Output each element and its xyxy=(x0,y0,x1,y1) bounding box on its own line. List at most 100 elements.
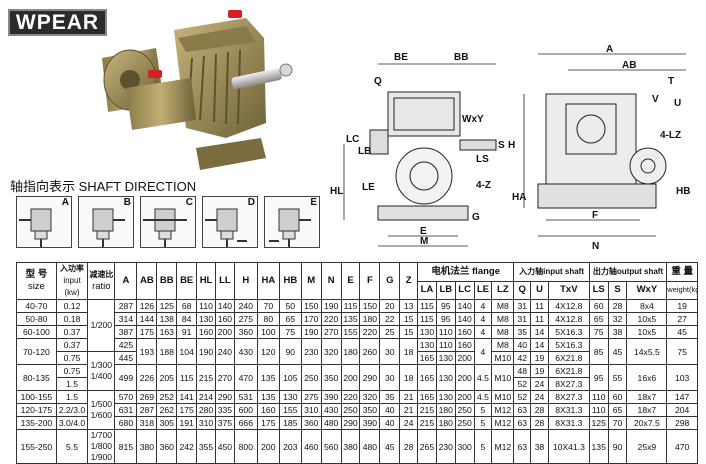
cell-size: 80-135 xyxy=(16,364,57,391)
cell-ratio: 1/500 1/600 xyxy=(87,390,116,430)
cell-dim: 138 xyxy=(156,312,178,326)
cell-dim: 250 xyxy=(300,364,322,391)
cell-dim: 220 xyxy=(340,390,361,404)
cell-flange: 140 xyxy=(454,312,475,326)
cell-dim: 91 xyxy=(176,325,198,339)
cell-output: 110 xyxy=(588,390,609,404)
cell-flange: 4 xyxy=(473,338,493,365)
cell-input: 24 xyxy=(530,377,549,391)
cell-output: 110 xyxy=(588,403,609,417)
cell-input: 8X27.3 xyxy=(547,377,590,391)
cell-output: 90 xyxy=(607,429,628,464)
cell-output: 16x6 xyxy=(626,364,668,391)
cell-dim: 815 xyxy=(114,429,138,464)
header-dim-g: G xyxy=(379,262,401,300)
dim-label-g: G xyxy=(472,212,480,223)
cell-dim: 155 xyxy=(340,325,361,339)
cell-output: 8x4 xyxy=(626,299,668,313)
cell-flange: M8 xyxy=(491,299,515,313)
cell-dim: 68 xyxy=(176,299,198,313)
cell-weight: 27 xyxy=(666,312,698,326)
dim-label-lb: LB xyxy=(358,146,371,157)
cell-dim: 126 xyxy=(136,299,158,313)
cell-flange: M8 xyxy=(491,325,515,339)
cell-input: 28 xyxy=(530,416,549,430)
dim-label-t: T xyxy=(668,76,674,87)
cell-output: 10x5 xyxy=(626,312,668,326)
cell-flange: 110 xyxy=(435,338,456,352)
cell-dim: 430 xyxy=(320,403,342,417)
cell-dim: 21 xyxy=(399,403,419,417)
cell-dim: 130 xyxy=(196,312,216,326)
cell-dim: 445 xyxy=(114,351,138,365)
cell-size: 40-70 xyxy=(16,299,57,313)
cell-output: 95 xyxy=(588,364,609,391)
dim-label-s: S xyxy=(498,140,505,151)
cell-input: 42 xyxy=(513,351,532,365)
cell-dim: 163 xyxy=(156,325,178,339)
cell-flange: 5 xyxy=(473,416,493,430)
header-output-ls: LS xyxy=(588,280,609,300)
cell-ratio: 1/300 1/400 xyxy=(87,351,116,391)
cell-dim: 150 xyxy=(359,299,381,313)
cell-dim: 800 xyxy=(233,429,258,464)
cell-output: 18x7 xyxy=(626,390,668,404)
shaft-direction-c: C xyxy=(140,196,196,248)
cell-dim: 460 xyxy=(300,429,322,464)
cell-dim: 666 xyxy=(233,416,258,430)
cell-dim: 18 xyxy=(399,338,419,365)
cell-input: 5X16.3 xyxy=(547,325,590,339)
cell-dim: 275 xyxy=(233,312,258,326)
cell-kw: 0.75 xyxy=(55,364,89,378)
cell-dim: 203 xyxy=(278,429,302,464)
cell-weight: 470 xyxy=(666,429,698,464)
cell-size: 100-155 xyxy=(16,390,57,404)
cell-weight: 204 xyxy=(666,403,698,417)
header-flange-lz: LZ xyxy=(491,280,515,300)
cell-weight: 298 xyxy=(666,416,698,430)
cell-input: 4X12.8 xyxy=(547,312,590,326)
cell-flange: M10 xyxy=(491,364,515,391)
header-dim-z: Z xyxy=(399,262,419,300)
cell-size: 60-100 xyxy=(16,325,57,339)
cell-dim: 144 xyxy=(136,312,158,326)
cell-flange: M12 xyxy=(491,403,515,417)
cell-dim: 30 xyxy=(379,364,401,391)
brand-logo: WPEAR xyxy=(8,9,107,36)
cell-flange: M12 xyxy=(491,429,515,464)
cell-input: 14 xyxy=(530,338,549,352)
dim-label-hl: HL xyxy=(330,186,343,197)
cell-kw: 1.5 xyxy=(55,390,89,404)
cell-dim: 560 xyxy=(320,429,342,464)
cell-dim: 75 xyxy=(278,325,302,339)
dim-label-le: LE xyxy=(362,182,375,193)
dim-label-v: V xyxy=(652,94,659,105)
shaft-direction-b: B xyxy=(78,196,134,248)
cell-dim: 115 xyxy=(340,299,361,313)
cell-kw: 0.75 xyxy=(55,351,89,365)
cell-output: 85 xyxy=(588,338,609,365)
shaft-diagram-c-icon xyxy=(143,208,187,247)
dim-label-u: U xyxy=(674,98,681,109)
cell-output: 60 xyxy=(588,299,609,313)
cell-dim: 21 xyxy=(399,390,419,404)
cell-dim: 35 xyxy=(379,390,401,404)
header-flange-lb: LB xyxy=(435,280,456,300)
cell-input: 63 xyxy=(513,429,532,464)
cell-kw: 1.5 xyxy=(55,377,89,391)
cell-dim: 387 xyxy=(114,325,138,339)
cell-output: 70 xyxy=(607,416,628,430)
cell-dim: 20 xyxy=(379,299,401,313)
cell-flange: 4.5 xyxy=(473,364,493,391)
cell-dim: 320 xyxy=(320,338,342,365)
cell-dim: 355 xyxy=(196,429,216,464)
header-dim-bb: BB xyxy=(156,262,178,300)
cell-dim: 150 xyxy=(300,299,322,313)
cell-dim: 320 xyxy=(359,390,381,404)
cell-dim: 360 xyxy=(233,325,258,339)
